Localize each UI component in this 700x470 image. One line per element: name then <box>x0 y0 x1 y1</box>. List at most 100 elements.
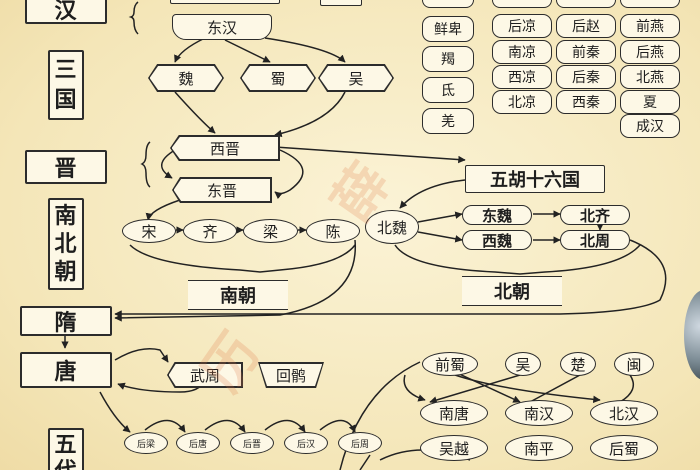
dongjin-label: 东晋 <box>206 181 237 200</box>
tribe-node-3: 氐 <box>422 77 474 103</box>
huihe-node: 回鹘 <box>258 362 324 388</box>
beichao-label: 北朝 <box>494 282 530 303</box>
shiguo-top-node: 闽 <box>614 352 654 376</box>
kingdom-node: 后赵 <box>556 14 616 38</box>
shu-node: 蜀 <box>240 64 316 92</box>
dongjin-inner: 东晋 <box>173 178 271 202</box>
wudai-label: 后汉 <box>296 439 315 450</box>
kingdom-label: 北凉 <box>508 95 536 111</box>
chenghan-node: 成汉 <box>620 114 680 138</box>
era-sanguo-label: 三国 <box>54 57 78 113</box>
beiwei-label: 北魏 <box>376 218 407 237</box>
xin-node-partial <box>320 0 362 6</box>
kingdom-node: 北凉 <box>492 90 552 114</box>
tribe-node-1: 鲜卑 <box>422 16 474 42</box>
xijin-node: 西晋 <box>170 135 280 161</box>
wei-node: 魏 <box>148 64 224 92</box>
shiguo-top-label: 楚 <box>570 355 586 374</box>
kingdom-partial-1 <box>492 0 552 8</box>
photo-thumbnail <box>684 290 700 380</box>
kingdom-node: 夏 <box>620 90 680 114</box>
dongwei-node: 东魏 <box>462 205 532 225</box>
xiongnu-node-partial <box>422 0 474 8</box>
wudai-label: 后晋 <box>242 439 261 450</box>
wuzhou-label: 武周 <box>189 366 220 385</box>
kingdom-node: 西秦 <box>556 90 616 114</box>
tribe-node-4: 羌 <box>422 108 474 134</box>
wudai-node: 后晋 <box>230 432 274 454</box>
era-nbc-label: 南北朝 <box>54 203 78 285</box>
era-sanguo: 三国 <box>48 50 84 120</box>
wuhu-node: 五胡十六国 <box>465 165 605 193</box>
wudai-node: 后汉 <box>284 432 328 454</box>
wudai-node: 后唐 <box>176 432 220 454</box>
kingdom-partial-2 <box>556 0 616 8</box>
era-sui: 隋 <box>20 306 112 336</box>
shiguo-mid-node: 南汉 <box>505 400 573 426</box>
shiguo-bot-label: 后蜀 <box>608 439 639 458</box>
kingdom-node: 西凉 <box>492 65 552 89</box>
era-tang-label: 唐 <box>54 359 78 385</box>
chen-label: 陈 <box>325 222 341 241</box>
tribe-node-2: 羯 <box>422 46 474 72</box>
wuzhou-inner: 武周 <box>168 363 242 387</box>
shu-label: 蜀 <box>270 69 286 88</box>
shiguo-bot-label: 吴越 <box>438 439 469 458</box>
shiguo-bot-node: 吴越 <box>420 435 488 461</box>
shiguo-bot-label: 南平 <box>523 439 554 458</box>
kingdom-node: 南凉 <box>492 40 552 64</box>
kingdom-label: 西凉 <box>508 70 536 86</box>
dongjin-node: 东晋 <box>172 177 272 203</box>
era-sui-label: 隋 <box>54 310 78 336</box>
kingdom-partial-3 <box>620 0 680 8</box>
chen-node: 陈 <box>306 219 360 243</box>
kingdom-label: 前燕 <box>636 19 664 35</box>
shiguo-top-node: 吴 <box>505 352 541 376</box>
shiguo-mid-label: 南唐 <box>438 404 469 423</box>
kingdom-node: 北燕 <box>620 65 680 89</box>
beichao-label-box: 北朝 <box>462 276 562 306</box>
era-nanbeichao: 南北朝 <box>48 198 84 290</box>
shiguo-top-label: 前蜀 <box>434 355 465 374</box>
wu-inner: 吴 <box>319 65 393 91</box>
tribe-label-1: 鲜卑 <box>434 22 462 38</box>
tribe-label-4: 羌 <box>441 114 455 130</box>
era-tang: 唐 <box>20 352 112 388</box>
shiguo-top-node: 前蜀 <box>422 352 478 376</box>
wuzhou-node: 武周 <box>167 362 243 388</box>
kingdom-label: 后赵 <box>572 19 600 35</box>
kingdom-label: 南凉 <box>508 45 536 61</box>
dongwei-label: 东魏 <box>481 206 512 225</box>
era-jin-label: 晋 <box>54 156 78 182</box>
era-wudai-label: 五代 <box>54 432 78 470</box>
beiqi-label: 北齐 <box>579 206 610 225</box>
xiwei-node: 西魏 <box>462 230 532 250</box>
era-han: 汉 <box>25 0 107 24</box>
wei-label: 魏 <box>178 69 194 88</box>
beizhou-label: 北周 <box>579 231 610 250</box>
wudai-label: 后梁 <box>136 439 155 450</box>
wuhu-label: 五胡十六国 <box>490 170 580 191</box>
huihe-inner: 回鹘 <box>259 363 323 387</box>
shiguo-top-node: 楚 <box>560 352 596 376</box>
kingdom-label: 后凉 <box>508 19 536 35</box>
kingdom-label: 后燕 <box>636 45 664 61</box>
era-jin: 晋 <box>25 150 107 184</box>
bracket-jin <box>140 141 151 188</box>
xijin-inner: 西晋 <box>171 136 279 160</box>
wudai-node: 后梁 <box>124 432 168 454</box>
bracket-han <box>128 1 139 35</box>
nanchao-label: 南朝 <box>220 286 256 307</box>
wudai-label: 后唐 <box>188 439 207 450</box>
shiguo-mid-node: 北汉 <box>590 400 658 426</box>
qi-node: 齐 <box>183 219 237 243</box>
nanchao-label-box: 南朝 <box>188 280 288 310</box>
donghan-label: 东汉 <box>206 18 237 37</box>
era-wudai: 五代 <box>48 428 84 470</box>
kingdom-node: 前燕 <box>620 14 680 38</box>
shu-inner: 蜀 <box>241 65 315 91</box>
tribe-label-3: 氐 <box>441 83 455 99</box>
kingdom-label: 前秦 <box>572 45 600 61</box>
kingdom-label: 后秦 <box>572 70 600 86</box>
